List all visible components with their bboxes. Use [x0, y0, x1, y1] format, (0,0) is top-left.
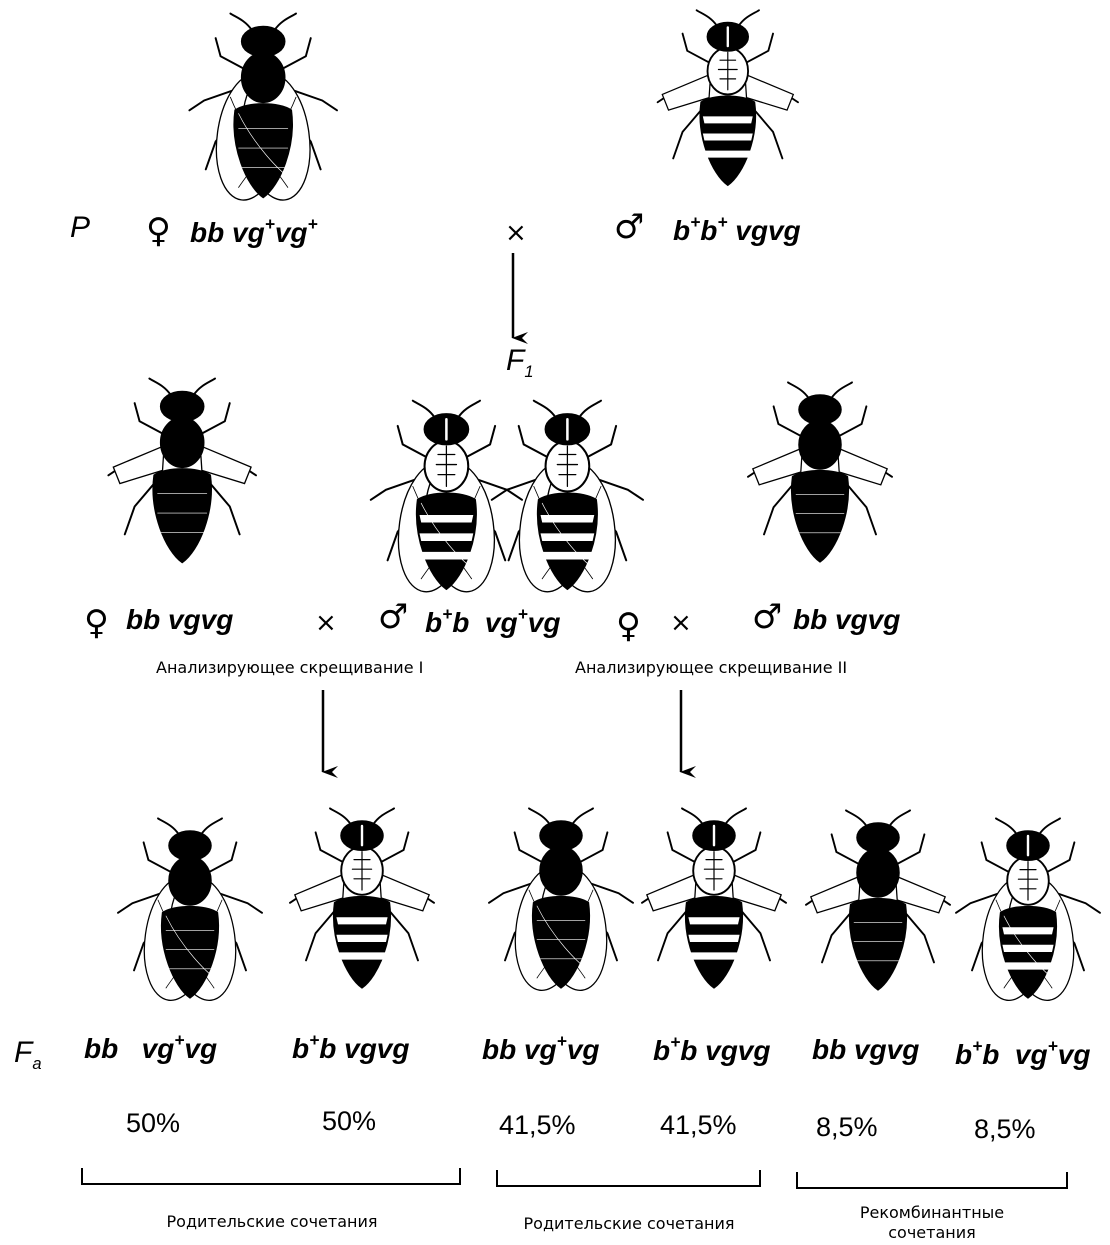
fa-label: Fa: [14, 1038, 42, 1073]
fly-black-long-wing: [173, 7, 353, 204]
parent-male-genotype: b+b+ vgvg: [673, 214, 801, 245]
fly-black-long-wing: [473, 802, 649, 994]
offspring-percent: 41,5%: [660, 1112, 737, 1139]
male-symbol: ♂: [378, 600, 408, 634]
testcross-2-male-genotype: bb vgvg: [793, 606, 900, 634]
female-symbol: ♀: [84, 606, 109, 640]
fly-black-long-wing: [102, 812, 278, 1004]
fly-grey-vestigial-wing: [274, 802, 450, 994]
parental-combinations-label: Родительские сочетания: [127, 1212, 417, 1232]
cross-sign: ×: [670, 610, 692, 636]
fly-grey-vestigial-wing: [626, 802, 802, 994]
parental-combinations-label: Родительские сочетания: [484, 1214, 774, 1234]
offspring-genotype: bb vgvg: [812, 1036, 919, 1064]
testcross-1-caption: Анализирующее скрещивание I: [156, 659, 423, 677]
male-symbol: ♂: [614, 210, 644, 244]
male-symbol: ♂: [752, 600, 782, 634]
offspring-percent: 8,5%: [816, 1114, 878, 1141]
testcross-1-female-genotype: bb vgvg: [126, 606, 233, 634]
cross-sign: ×: [505, 220, 527, 246]
fly-black-vestigial-wing: [92, 372, 272, 569]
female-symbol: ♀: [146, 214, 171, 248]
bracket-parental-1: [82, 1168, 460, 1184]
female-symbol: ♀: [616, 609, 641, 643]
fly-grey-long-wing: [940, 812, 1110, 1004]
offspring-genotype: bb vg+vg: [482, 1033, 600, 1064]
offspring-percent: 50%: [126, 1110, 180, 1137]
parental-generation-label: P: [70, 213, 90, 243]
recombinant-combinations-label: Рекомбинантные сочетания: [842, 1203, 1022, 1243]
f1-label: F1: [506, 346, 534, 381]
offspring-percent: 41,5%: [499, 1112, 576, 1139]
testcross-1-male-genotype: b+b vg+vg: [425, 606, 560, 637]
offspring-percent: 50%: [322, 1108, 376, 1135]
cross-sign: ×: [315, 610, 337, 636]
offspring-genotype: b+b vgvg: [292, 1032, 409, 1063]
fly-black-vestigial-wing: [732, 376, 908, 568]
offspring-percent: 8,5%: [974, 1116, 1036, 1143]
bracket-parental-2: [497, 1170, 760, 1186]
offspring-genotype: bb vg+vg: [84, 1032, 217, 1063]
bracket-recombinant: [797, 1172, 1067, 1188]
fly-grey-vestigial-wing: [642, 4, 814, 191]
offspring-genotype: b+b vg+vg: [955, 1038, 1090, 1069]
fly-grey-long-wing: [475, 394, 660, 596]
testcross-2-caption: Анализирующее скрещивание II: [575, 659, 847, 677]
parent-female-genotype: bb vg+vg+: [190, 216, 318, 247]
offspring-genotype: b+b vgvg: [653, 1034, 770, 1065]
